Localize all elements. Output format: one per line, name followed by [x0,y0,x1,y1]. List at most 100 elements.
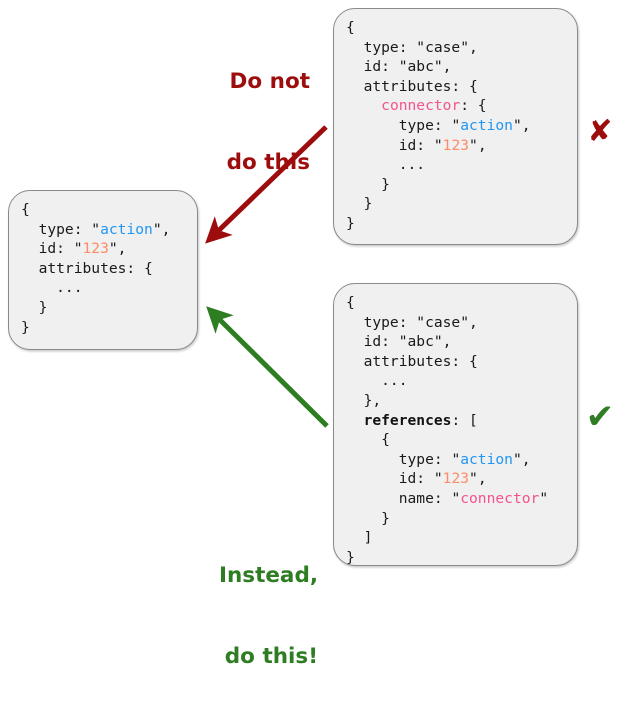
code-token: ... [21,279,83,297]
code-line: type: "case", [346,38,565,58]
code-line: type: "action", [21,220,185,240]
code-token: : [ [451,411,478,429]
code-line: { [21,200,185,220]
code-token: id: [346,136,434,154]
code-token: ", [469,136,487,154]
code-token: { [21,201,30,218]
code-token: id: [346,470,434,488]
code-line: references: [ [346,411,565,431]
code-token: { [346,19,355,36]
code-box-nested-connector: { type: "case", id: "abc", attributes: {… [333,8,578,245]
code-line: id: "abc", [346,57,565,77]
code-token: references [363,411,452,429]
code-token: " [451,116,461,134]
code-line: attributes: { [346,352,565,372]
code-token: action [460,116,513,134]
code-token: } [346,175,390,193]
code-line: } [346,548,565,566]
code-token: " [433,136,443,154]
code-token: action [460,450,513,468]
code-token: 123 [442,470,470,488]
code-line: connector: { [346,96,565,116]
code-line: id: "abc", [346,332,565,352]
code-line: id: "123", [21,239,185,259]
code-line: { [346,293,565,313]
code-token: action [100,220,153,238]
code-token: id: "abc", [346,333,452,351]
code-token: " [73,240,83,258]
code-line: } [346,509,565,529]
code-token: { [346,431,390,449]
code-token: type: [346,450,452,468]
code-token [346,412,364,429]
code-line: } [346,214,565,234]
annotation-do-not-line1: Do not [229,69,310,94]
code-token: } [346,548,355,566]
code-token: ", [512,450,531,468]
code-token: name: [346,489,452,507]
code-line: name: "connector" [346,489,565,509]
code-line: } [346,175,565,195]
code-token: } [346,214,355,232]
annotation-instead-line2: do this! [224,644,318,669]
code-token: id: [21,240,74,258]
annotation-do-not: Do not do this [150,14,310,230]
code-line: type: "action", [346,116,565,136]
cross-mark-icon: ✘ [587,114,613,149]
code-box-references-array: { type: "case", id: "abc", attributes: {… [333,283,578,566]
code-token: id: "abc", [346,58,452,76]
annotation-instead: Instead, do this! [150,508,318,724]
code-line: ... [21,278,185,298]
code-token: ", [152,220,171,238]
code-token: " [451,450,461,468]
code-token: " [539,489,549,507]
code-token: type: [346,116,452,134]
code-line: } [21,318,185,338]
code-token [346,97,381,114]
code-token: attributes: { [21,259,153,277]
code-line: type: "case", [346,313,565,333]
code-token: ", [469,470,487,488]
code-token: type: "case", [346,313,478,331]
code-token: } [21,318,30,336]
code-line: attributes: { [21,259,185,279]
code-token: connector [381,97,461,115]
check-mark-icon: ✔ [585,397,615,437]
good-arrow [206,306,329,428]
annotation-do-not-line2: do this [226,150,310,175]
code-token: } [21,298,48,316]
diagram-canvas: Do not do this Instead, do this! ✘ ✔ { t… [8,8,615,669]
code-line: } [21,298,185,318]
code-line: { [346,18,565,38]
code-token: 123 [82,240,109,258]
code-line: } [346,194,565,214]
code-token: } [346,195,373,213]
code-token: connector [460,489,540,507]
code-line: ... [346,371,565,391]
code-line: id: "123", [346,136,565,156]
code-line: type: "action", [346,450,565,470]
code-token: attributes: { [346,352,478,370]
code-token: type: "case", [346,38,478,56]
code-line: }, [346,391,565,411]
code-line: ] [346,528,565,548]
code-token: ... [346,156,426,174]
code-token: type: [21,220,92,238]
code-token: } [346,509,390,527]
code-token: ... [346,372,408,390]
code-token: " [451,489,461,507]
code-token: }, [346,391,382,409]
code-token: { [346,294,355,311]
code-token: " [91,220,101,238]
code-token: ", [108,240,127,258]
code-token: 123 [442,136,470,154]
code-line: ... [346,155,565,175]
code-token: " [433,470,443,488]
code-box-action-object: { type: "action", id: "123", attributes:… [8,190,198,350]
code-token: ] [346,529,373,547]
code-token: ", [512,116,531,134]
code-line: { [346,430,565,450]
code-line: attributes: { [346,77,565,97]
code-token: attributes: { [346,77,478,95]
code-line: id: "123", [346,469,565,489]
